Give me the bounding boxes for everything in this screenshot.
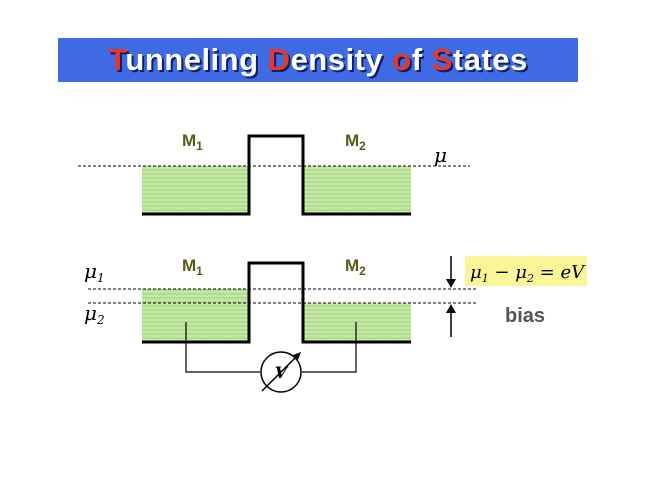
mu2-label: μ2	[84, 301, 105, 327]
title-capital-t: T	[108, 42, 126, 77]
title-word-of: f	[411, 42, 423, 77]
voltmeter-circuit: V	[185, 322, 357, 393]
bottom-right-metal-electrons	[304, 303, 411, 342]
mu1-label: μ1	[84, 259, 105, 285]
slide-title: Tunneling Density of States	[58, 38, 578, 82]
top-metal-1-label: M1	[182, 131, 203, 153]
title-letter-o: o	[392, 42, 412, 77]
bottom-metal-1-label: M1	[182, 256, 203, 278]
bottom-left-metal-electrons	[142, 289, 248, 342]
top-left-metal-electrons	[142, 166, 248, 214]
voltmeter-needle	[261, 352, 301, 392]
title-capital-d: D	[267, 42, 291, 77]
top-junction-diagram: M1 M2 μ	[78, 131, 470, 216]
bottom-potential-barrier	[142, 261, 411, 344]
top-mu-label: μ	[434, 143, 447, 167]
equation-highlight	[465, 256, 587, 286]
title-word-tunneling: unneling	[125, 42, 259, 77]
bias-label: bias	[505, 305, 545, 327]
title-capital-s: S	[431, 42, 453, 77]
title-word-states: tates	[452, 42, 528, 77]
top-potential-barrier	[142, 134, 411, 216]
top-metal-2-label: M2	[345, 131, 366, 153]
bias-equation: μ1 − μ2 = eV	[470, 262, 586, 285]
top-right-metal-electrons	[304, 166, 411, 214]
bottom-metal-2-label: M2	[345, 256, 366, 278]
title-word-density: ensity	[290, 42, 384, 77]
bias-arrows	[446, 256, 456, 337]
bottom-junction-diagram: M1 M2 μ1 μ2 μ1 − μ2 = eV bias V	[84, 256, 587, 393]
title-banner: Tunneling Density of States	[58, 38, 578, 82]
voltmeter-label: V	[275, 363, 289, 382]
